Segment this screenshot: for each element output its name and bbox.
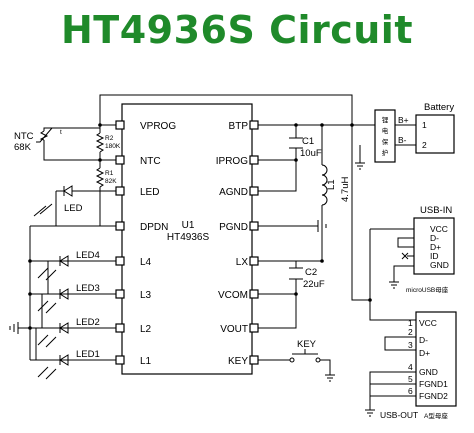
battery-connector xyxy=(415,114,455,154)
usb-out-pin-gnd: GND xyxy=(419,367,438,377)
protect-char-1: 锂 xyxy=(382,115,389,124)
led2-label: LED2 xyxy=(76,317,100,328)
capacitor-c2 xyxy=(289,267,303,280)
pin-agnd: AGND xyxy=(219,187,248,198)
usb-out-num-6: 6 xyxy=(408,386,413,396)
led3-label: LED3 xyxy=(76,283,100,294)
protect-char-3: 保 xyxy=(382,137,389,146)
ground-symbols xyxy=(9,145,399,417)
r2-ref: R2 xyxy=(105,135,114,142)
usb-out-num-3: 3 xyxy=(408,340,413,350)
capacitor-c1 xyxy=(289,137,303,149)
led-label: LED xyxy=(64,203,83,214)
c2-value: 22uF xyxy=(303,279,325,290)
pin-led: LED xyxy=(140,187,159,198)
pin-vout: VOUT xyxy=(220,324,248,335)
ic-part: HT4936S xyxy=(167,232,210,243)
usb-out-num-2: 2 xyxy=(408,327,413,337)
pin-l4: L4 xyxy=(140,257,152,268)
ic-ref: U1 xyxy=(182,220,195,231)
usb-out-pin-dm: D- xyxy=(419,335,428,345)
diagram-title: HT4936S Circuit xyxy=(60,8,413,52)
c1-value: 10uF xyxy=(300,148,322,159)
battery-minus: B- xyxy=(398,135,407,145)
ntc-symbol: t xyxy=(60,129,62,136)
pin-vcom: VCOM xyxy=(218,290,248,301)
usb-out-pin-dp: D+ xyxy=(419,348,430,358)
c1-ref: C1 xyxy=(302,136,314,147)
led-2 xyxy=(37,322,69,348)
pin-btp: BTP xyxy=(229,121,249,132)
inductor-l1 xyxy=(321,164,328,206)
usb-out-num-5: 5 xyxy=(408,374,413,384)
usb-in-connector xyxy=(397,217,455,275)
usb-out-pin-fgnd2: FGND2 xyxy=(419,391,448,401)
led1-label: LED1 xyxy=(76,349,100,360)
resistor-r2 xyxy=(95,132,105,153)
key-switch xyxy=(289,349,321,363)
battery-title: Battery xyxy=(424,102,454,113)
pin-l1: L1 xyxy=(140,356,152,367)
led-crosslinks xyxy=(35,261,49,360)
l1-value: 4.7uH xyxy=(340,177,351,202)
usb-out-title: USB-OUT xyxy=(380,410,418,420)
battery-pin-2: 2 xyxy=(422,140,427,150)
usb-in-title: USB-IN xyxy=(420,205,452,216)
usb-out-num-1: 1 xyxy=(408,318,413,328)
usb-out-caption: A型母座 xyxy=(424,411,448,420)
ntc-label: NTC xyxy=(14,131,34,142)
junction-dots xyxy=(28,123,372,330)
pin-ntc: NTC xyxy=(140,156,161,167)
usb-out-connector xyxy=(407,311,457,407)
usb-in-pin-vcc: VCC xyxy=(430,224,448,234)
usb-in-pin-dm: D- xyxy=(430,233,439,243)
usb-in-pin-gnd: GND xyxy=(430,260,449,270)
pin-iprog: IPROG xyxy=(216,156,248,167)
ic-right-pins xyxy=(249,120,265,365)
usb-in-pin-id: ID xyxy=(430,251,439,261)
usb-out-pin-vcc: VCC xyxy=(419,318,437,328)
battery-plus: B+ xyxy=(398,115,409,125)
r1-value: 82K xyxy=(105,178,117,185)
protect-char-4: 护 xyxy=(382,148,389,157)
wires xyxy=(18,94,416,410)
led-3 xyxy=(37,288,69,314)
l1-ref: L1 xyxy=(326,179,337,190)
usb-in-pin-dp: D+ xyxy=(430,242,441,252)
usb-in-caption: microUSB母座 xyxy=(406,285,449,294)
led-4 xyxy=(37,255,69,281)
resistor-r1 xyxy=(95,167,105,188)
pin-lx: LX xyxy=(236,257,249,268)
usb-out-pin-fgnd1: FGND1 xyxy=(419,379,448,389)
led-status xyxy=(33,185,73,226)
c2-ref: C2 xyxy=(305,267,317,278)
led4-label: LED4 xyxy=(76,250,100,261)
ic-left-pins xyxy=(30,120,125,365)
r2-value: 180K xyxy=(105,143,121,150)
battery-pin-1: 1 xyxy=(422,120,427,130)
key-label: KEY xyxy=(297,339,317,350)
pin-l2: L2 xyxy=(140,324,152,335)
ic-body xyxy=(121,103,253,375)
battery-protection-module xyxy=(374,109,396,163)
pin-key: KEY xyxy=(228,356,248,367)
ntc-thermistor xyxy=(36,127,68,143)
ntc-value: 68K xyxy=(14,142,32,153)
r1-ref: R1 xyxy=(105,170,114,177)
protect-char-2: 电 xyxy=(382,126,389,135)
usb-out-num-4: 4 xyxy=(408,362,413,372)
pin-l3: L3 xyxy=(140,290,152,301)
led-1 xyxy=(37,354,69,380)
pin-dpdn: DPDN xyxy=(140,222,168,233)
pin-pgnd: PGND xyxy=(219,222,248,233)
pin-vprog: VPROG xyxy=(140,121,176,132)
